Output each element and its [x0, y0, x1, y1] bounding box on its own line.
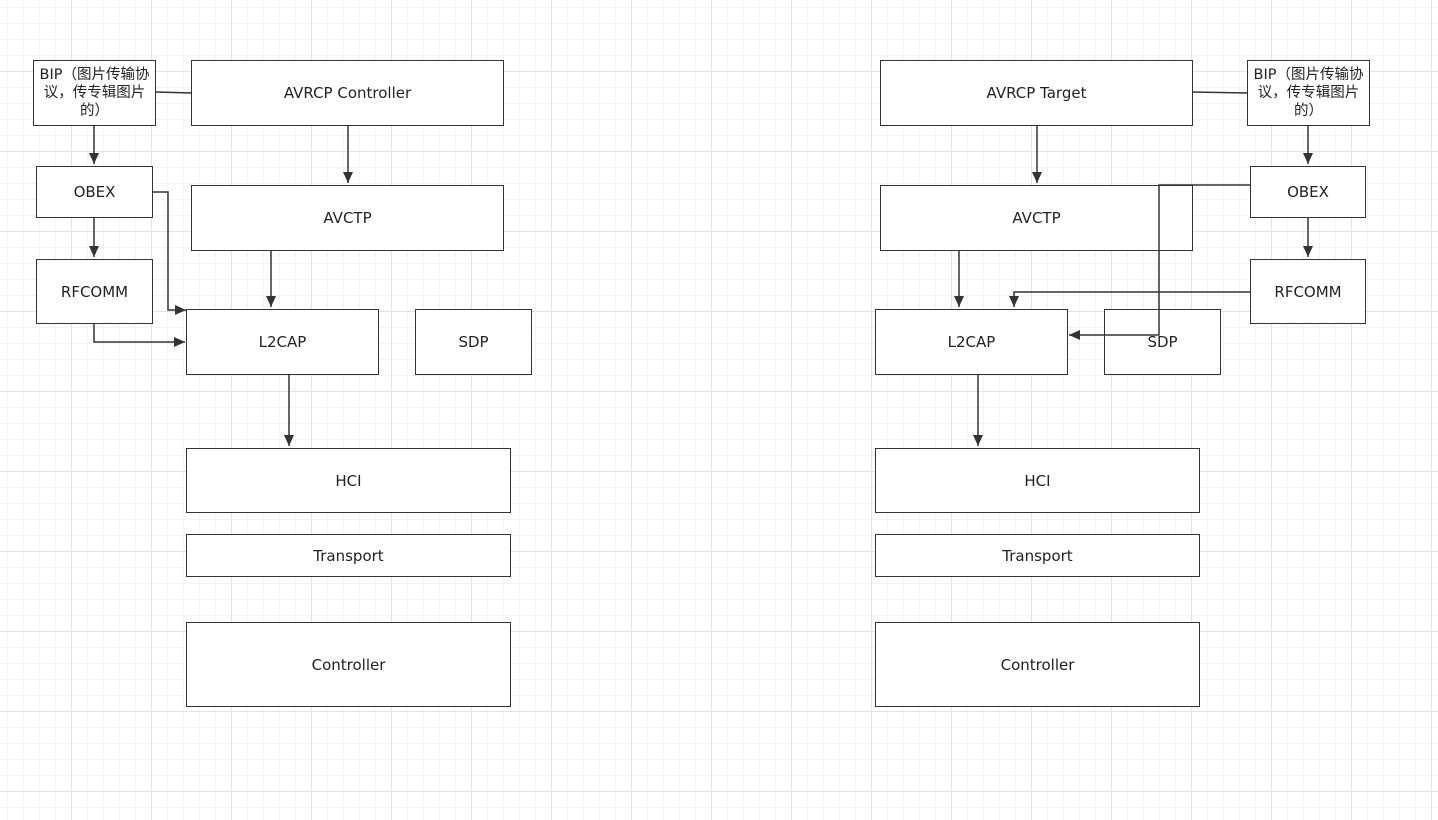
- left-hci-label: HCI: [335, 471, 362, 490]
- right-transport-label: Transport: [1002, 546, 1073, 565]
- right-obex-label: OBEX: [1287, 183, 1329, 201]
- left-rfcomm-box[interactable]: RFCOMM: [36, 259, 153, 324]
- left-bip-box[interactable]: BIP（图片传输协议，传专辑图片的）: [33, 60, 156, 126]
- right-obex-box[interactable]: OBEX: [1250, 166, 1366, 218]
- left-obex-label: OBEX: [73, 183, 116, 201]
- right-sdp-label: SDP: [1147, 333, 1178, 351]
- right-l2cap-label: L2CAP: [947, 333, 996, 351]
- right-l2cap-box[interactable]: L2CAP: [875, 309, 1068, 375]
- arrow-rfcomm-to-l2cap-right: [1009, 291, 1250, 307]
- arrow-obex-to-l2cap-right: [1069, 184, 1250, 340]
- right-bip-label: BIP（图片传输协议，传专辑图片的）: [1253, 67, 1364, 119]
- left-obex-box[interactable]: OBEX: [36, 166, 153, 218]
- left-controller-label: Controller: [311, 655, 386, 674]
- right-controller-box[interactable]: Controller: [875, 622, 1200, 707]
- left-sdp-box[interactable]: SDP: [415, 309, 532, 375]
- left-avrcp-controller-box[interactable]: AVRCP Controller: [191, 60, 504, 126]
- left-sdp-label: SDP: [458, 333, 489, 351]
- right-rfcomm-label: RFCOMM: [1274, 282, 1342, 301]
- arrow-obex-to-l2cap: [152, 191, 186, 315]
- left-l2cap-label: L2CAP: [258, 333, 307, 351]
- right-hci-box[interactable]: HCI: [875, 448, 1200, 513]
- connector-avrcp-target-bip: [1191, 91, 1249, 94]
- right-avctp-box[interactable]: AVCTP: [880, 185, 1193, 251]
- left-transport-label: Transport: [313, 546, 384, 565]
- left-avctp-label: AVCTP: [323, 209, 372, 227]
- right-transport-box[interactable]: Transport: [875, 534, 1200, 577]
- right-sdp-box[interactable]: SDP: [1104, 309, 1221, 375]
- left-avrcp-controller-label: AVRCP Controller: [283, 84, 412, 102]
- right-hci-label: HCI: [1024, 471, 1051, 490]
- connector-bip-avrcp-controller: [155, 91, 193, 94]
- left-controller-box[interactable]: Controller: [186, 622, 511, 707]
- right-avrcp-target-box[interactable]: AVRCP Target: [880, 60, 1193, 126]
- right-bip-box[interactable]: BIP（图片传输协议，传专辑图片的）: [1247, 60, 1370, 126]
- arrow-rfcomm-to-l2cap: [93, 324, 185, 347]
- left-l2cap-box[interactable]: L2CAP: [186, 309, 379, 375]
- right-avctp-label: AVCTP: [1012, 209, 1061, 227]
- left-avctp-box[interactable]: AVCTP: [191, 185, 504, 251]
- right-avrcp-target-label: AVRCP Target: [986, 84, 1087, 102]
- left-rfcomm-label: RFCOMM: [60, 282, 129, 301]
- right-controller-label: Controller: [1000, 655, 1075, 674]
- right-rfcomm-box[interactable]: RFCOMM: [1250, 259, 1366, 324]
- left-transport-box[interactable]: Transport: [186, 534, 511, 577]
- left-hci-box[interactable]: HCI: [186, 448, 511, 513]
- left-bip-label: BIP（图片传输协议，传专辑图片的）: [39, 67, 150, 119]
